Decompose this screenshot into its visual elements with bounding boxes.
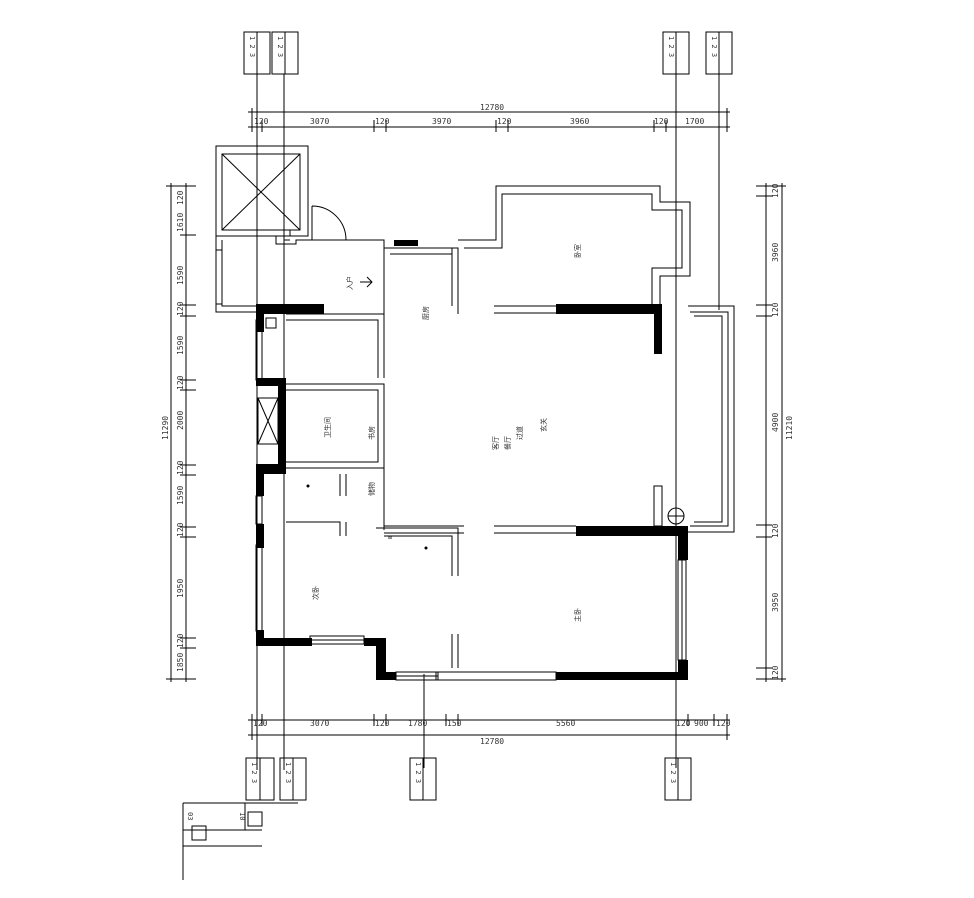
right-seg-5: 120: [771, 523, 780, 538]
wall-outlines: [215, 145, 735, 681]
legend-label-b: 10: [238, 812, 246, 820]
right-seg-2: 3960: [771, 243, 780, 262]
right-seg-4: 4900: [771, 413, 780, 432]
room-label-kitchen: 厨房: [421, 306, 430, 320]
right-seg-1: 120: [771, 183, 780, 198]
left-seg-6: 120: [176, 375, 185, 390]
fixtures: ∞: [265, 205, 685, 550]
bottom-seg-5: 150: [447, 719, 462, 728]
light-point-icon: [424, 546, 428, 550]
right-seg-6: 3950: [771, 593, 780, 612]
left-seg-8: 120: [176, 460, 185, 475]
left-overall-dim: 11290: [161, 416, 170, 440]
right-overall-dim: 11210: [785, 416, 794, 440]
left-seg-4: 120: [176, 301, 185, 316]
top-seg-2: 3070: [310, 117, 329, 126]
bottom-seg-8: 900: [694, 719, 709, 728]
svg-text:1 2 3: 1 2 3: [669, 762, 677, 783]
right-seg-3: 120: [771, 302, 780, 317]
top-elevation-tags: 1 2 3 1 2 3 1 2 3 1 2 3: [243, 31, 733, 75]
left-dimension-lines: 11290 120 1610 1590 120 1590 120 2000 12…: [161, 183, 196, 682]
room-label-bedroom-left: 次卧: [311, 586, 320, 600]
elevation-tag-bottom-3: 1 2 3: [409, 757, 437, 801]
svg-text:1 2 3: 1 2 3: [414, 762, 422, 783]
elevation-tag-top-4: 1 2 3: [705, 31, 733, 75]
room-label-entry: 入户: [345, 276, 354, 290]
bottom-seg-1: 120: [253, 719, 268, 728]
right-seg-7: 120: [771, 665, 780, 680]
elevation-tag-bottom-4: 1 2 3: [664, 757, 692, 801]
left-seg-2: 1610: [176, 213, 185, 232]
scale-legend: 03 10: [182, 802, 298, 880]
top-overall-dim: 12780: [480, 103, 504, 112]
top-seg-1: 120: [254, 117, 269, 126]
room-label-hall: 玄关: [539, 418, 548, 432]
room-label-bedroom-top: 卧室: [573, 244, 582, 258]
bottom-elevation-tags: 1 2 3 1 2 3 1 2 3 1 2 3: [245, 757, 692, 801]
outlet-symbol: ∞: [388, 534, 392, 542]
top-seg-5: 120: [497, 117, 512, 126]
top-seg-8: 1700: [685, 117, 704, 126]
bottom-dimension-lines: 120 3070 120 1780 150 5560 120 900 120 1…: [248, 714, 731, 746]
left-seg-3: 1590: [176, 266, 185, 285]
elevation-tag-top-2: 1 2 3: [271, 31, 299, 75]
svg-text:1 2 3: 1 2 3: [276, 36, 284, 57]
light-point-icon: [306, 484, 310, 488]
svg-text:1 2 3: 1 2 3: [667, 36, 675, 57]
elevation-tag-top-3: 1 2 3: [662, 31, 690, 75]
top-seg-6: 3960: [570, 117, 589, 126]
room-label-bedroom-bottom: 主卧: [573, 608, 582, 622]
left-seg-11: 1950: [176, 579, 185, 598]
left-seg-13: 1850: [176, 653, 185, 672]
bottom-seg-7: 120: [676, 719, 691, 728]
left-seg-1: 120: [176, 190, 185, 205]
bottom-seg-3: 120: [375, 719, 390, 728]
left-seg-12: 120: [176, 633, 185, 648]
room-label-living-1: 客厅: [491, 436, 500, 450]
top-dimension-lines: 12780 120 3070 120 3970 120 3960 120 170…: [248, 103, 730, 132]
elevation-tag-top-1: 1 2 3: [243, 31, 271, 75]
bottom-overall-dim: 12780: [480, 737, 504, 746]
svg-text:1 2 3: 1 2 3: [710, 36, 718, 57]
left-seg-9: 1590: [176, 486, 185, 505]
elevation-tag-bottom-1: 1 2 3: [245, 757, 275, 801]
svg-text:1 2 3: 1 2 3: [248, 36, 256, 57]
solid-walls: [256, 240, 688, 680]
top-seg-7: 120: [654, 117, 669, 126]
left-seg-10: 120: [176, 522, 185, 537]
door-swing-entry: [311, 205, 347, 241]
legend-label-a: 03: [186, 812, 194, 820]
svg-text:1 2 3: 1 2 3: [284, 762, 292, 783]
room-label-bath-mid: 卫生间: [323, 417, 332, 438]
room-label-living-2: 餐厅: [503, 436, 512, 450]
left-seg-5: 1590: [176, 336, 185, 355]
bottom-seg-6: 5560: [556, 719, 575, 728]
svg-text:1 2 3: 1 2 3: [250, 762, 258, 783]
room-label-living-3: 过道: [515, 426, 524, 440]
elevator-shaft: [215, 145, 309, 237]
bottom-seg-4: 1780: [408, 719, 427, 728]
top-seg-3: 120: [375, 117, 390, 126]
top-seg-4: 3970: [432, 117, 451, 126]
left-seg-7: 2000: [176, 411, 185, 430]
elevation-tag-bottom-2: 1 2 3: [279, 757, 307, 801]
bottom-seg-9: 120: [716, 719, 731, 728]
entry-arrow-icon: [360, 276, 373, 288]
toilet-icon: [265, 317, 277, 329]
room-label-study: 书房: [367, 426, 376, 440]
right-dimension-lines: 120 3960 120 4900 120 3950 120 11210: [756, 183, 794, 682]
bottom-seg-2: 3070: [310, 719, 329, 728]
room-labels: 客厅 餐厅 过道 卧室 主卧 次卧 卫生间 书房 厨房 储物 入户 玄关: [311, 244, 582, 622]
room-label-closet: 储物: [367, 482, 376, 496]
